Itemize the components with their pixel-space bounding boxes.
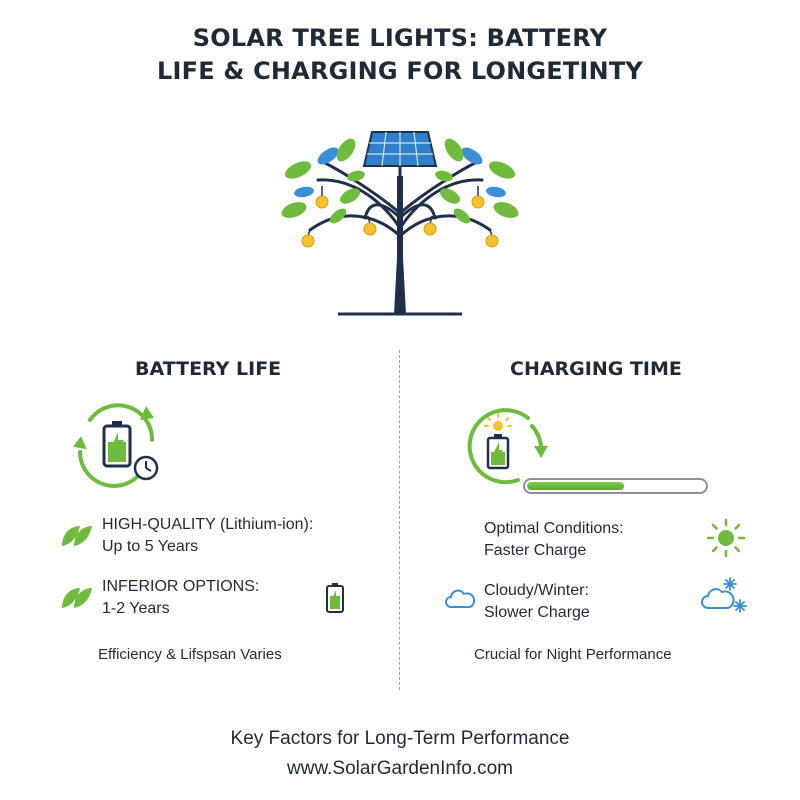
page-title: SOLAR TREE LIGHTS: BATTERY LIFE & CHARGI… [0, 22, 800, 88]
battery-item-2-line-2: 1-2 Years [102, 600, 170, 617]
leaf-icon [62, 588, 92, 608]
charging-item-optimal: Optimal Conditions: Faster Charge [484, 518, 624, 562]
cloud-snow-icon [701, 577, 747, 613]
charging-progress-bar [523, 478, 708, 494]
solar-panel-icon [362, 131, 438, 176]
sun-icon [706, 518, 746, 558]
battery-item-inferior: INFERIOR OPTIONS: 1-2 Years [102, 576, 259, 620]
battery-icon [326, 583, 344, 613]
battery-footnote: Efficiency & Lifspsan Varies [98, 646, 282, 663]
charging-item-1-line-1: Optimal Conditions: [484, 520, 624, 537]
charging-footnote: Crucial for Night Performance [474, 646, 672, 663]
solar-tree-illustration [281, 131, 519, 316]
cloud-icon [445, 589, 476, 608]
charging-cycle-icon [467, 408, 548, 485]
title-line-2: LIFE & CHARGING FOR LONGETINTY [157, 57, 643, 85]
snowflake-icon [723, 577, 747, 613]
footer-tagline: Key Factors for Long-Term Performance [230, 728, 570, 749]
charging-item-2-line-1: Cloudy/Winter: [484, 582, 589, 599]
charging-item-cloudy: Cloudy/Winter: Slower Charge [484, 580, 590, 624]
battery-item-1-line-2: Up to 5 Years [102, 538, 199, 555]
footer-url[interactable]: www.SolarGardenInfo.com [287, 758, 513, 779]
column-divider [399, 350, 400, 690]
battery-cycle-icon [73, 403, 159, 488]
leaf-icon [62, 526, 92, 546]
leaf-icon [281, 138, 519, 224]
battery-item-high-quality: HIGH-QUALITY (Lithium-ion): Up to 5 Year… [102, 514, 313, 558]
battery-life-heading: BATTERY LIFE [135, 358, 282, 380]
battery-item-2-line-1: INFERIOR OPTIONS: [102, 578, 260, 595]
battery-item-1-line-1: HIGH-QUALITY (Lithium-ion): [102, 516, 314, 533]
charging-item-1-line-2: Faster Charge [484, 542, 587, 559]
charging-time-heading: CHARGING TIME [510, 358, 682, 380]
title-line-1: SOLAR TREE LIGHTS: BATTERY [192, 24, 608, 52]
charging-progress-fill [527, 482, 624, 490]
light-bulb-icon [301, 195, 499, 248]
charging-item-2-line-2: Slower Charge [484, 604, 590, 621]
